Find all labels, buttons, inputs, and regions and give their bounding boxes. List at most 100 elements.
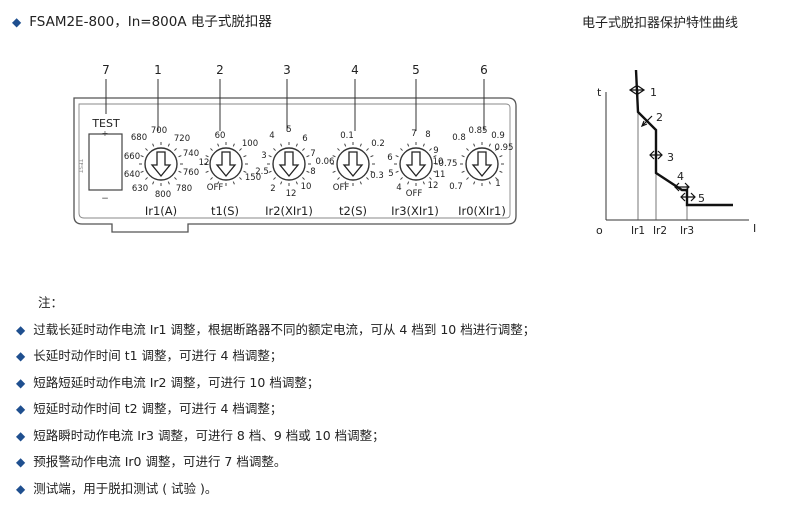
curve-marker-3: 3 [667,151,674,164]
index-1: 1 [154,63,162,77]
dial-tick [499,155,503,158]
note-text: 长延时动作时间 t1 调整，可进行 4 档调整； [33,348,283,363]
scale-label: 5 [388,169,393,179]
t-axis-label: t [597,86,602,99]
test-side-text: TEST [77,158,83,173]
dial-tick [495,148,498,151]
scale-label: 150 [245,173,261,183]
index-callouts: 7 1 2 3 4 5 6 [102,63,488,77]
note-text: 短路瞬时动作电流 Ir3 调整，可进行 8 档、9 档或 10 档调整； [33,427,385,443]
test-terminal[interactable]: TEST [77,133,123,191]
scale-label: 1 [495,179,500,189]
dial-pointer-arrow-icon [471,151,493,178]
dial-tick [422,143,425,147]
x-tick-ir2: Ir2 [653,225,667,237]
dial-tick [366,177,369,180]
diagram-canvas: TEST TEST + − 7 1 2 3 4 5 6 680 700 720 … [73,63,756,237]
dial-pointer-arrow-icon [342,151,364,178]
dial-tick [239,177,242,180]
curve-arrow-markers [628,85,696,202]
x-tick-ir1: Ir1 [631,225,645,237]
dial-tick [499,170,503,173]
note-text: 预报警动作电流 Ir0 调整，可进行 7 档调整。 [33,454,287,469]
scale-label: 0.1 [340,131,354,141]
scale-label: 0.85 [469,126,488,136]
dial-tick [473,143,476,147]
dial-tick [461,155,465,158]
dial-tick [174,177,177,180]
dial-tick [140,155,144,158]
dial-ir1[interactable] [139,142,183,186]
dial-tick [466,177,469,180]
dial-tick [205,155,209,158]
dial-caption-t1: t1(S) [211,204,239,218]
trip-curve-line [634,69,733,207]
scale-label: 680 [131,133,147,143]
trip-unit-title: FSAM2E-800，In=800A 电子式脱扣器 [29,14,272,30]
dial-t1[interactable] [204,142,248,186]
scale-label: 660 [124,152,140,162]
scale-label: 60 [215,131,226,141]
dial-tick [145,148,148,151]
dial-tick [302,148,305,151]
index-2: 2 [216,63,224,77]
scale-label: 2.5 [255,167,269,177]
dial-pointer-arrow-icon [405,151,427,178]
dial-tick [280,143,283,147]
scale-label: OFF [333,183,350,193]
page-title: ◆FSAM2E-800，In=800A 电子式脱扣器 [12,10,272,30]
note-text: 短路短延时动作电流 Ir2 调整，可进行 10 档调整； [33,374,320,390]
scale-label: 3 [261,151,266,161]
dial-ir2[interactable] [267,142,311,186]
dial-tick [433,155,437,158]
notes-section: 注： ◆过载长延时动作电流 Ir1 调整，根据断路器不同的额定电流，可从 4 档… [16,290,535,502]
x-tick-ir3: Ir3 [680,225,694,237]
scale-label: 8 [310,167,315,177]
dial-tick [366,148,369,151]
dial-tick [302,177,305,180]
diamond-bullet-icon: ◆ [16,375,26,390]
note-item: ◆测试端，用于脱扣测试 ( 试验 )。 [16,476,535,503]
dial-tick [400,177,403,180]
dial-caption-ir3: Ir3(XIr1) [391,204,439,218]
dial-tick [140,170,144,173]
dial-tick [359,143,362,147]
scale-label: 800 [155,190,171,200]
scale-label: 780 [176,184,192,194]
note-item: ◆ 短路短延时动作电流 Ir2 调整，可进行 10 档调整； [16,370,535,397]
note-text: 过载长延时动作电流 Ir1 调整，根据断路器不同的额定电流，可从 4 档到 10… [33,321,536,337]
dial-tick [167,143,170,147]
dial-tick [217,143,220,147]
diamond-bullet-icon: ◆ [16,349,26,363]
scale-label: 12 [428,181,439,191]
dial-tick [473,181,476,185]
dial-tick [152,143,155,147]
dial-tick [370,170,374,173]
scale-label: 10 [433,157,444,167]
curve-marker-1: 1 [650,86,657,99]
scale-label: 700 [151,126,167,136]
trip-unit-panel [73,97,517,233]
dial-tick [429,148,432,151]
index-6: 6 [480,63,488,77]
note-text: 短延时动作时间 t2 调整，可进行 4 档调整； [33,401,283,416]
index-3: 3 [283,63,291,77]
test-minus-sign: − [101,194,109,204]
scale-label: 0.9 [491,131,505,141]
dial-tick [429,177,432,180]
dial-tick [332,155,336,158]
scale-label: 5 [286,125,291,135]
note-item: ◆短延时动作时间 t2 调整，可进行 4 档调整； [16,396,535,423]
scale-label: 630 [132,184,148,194]
dial-tick [217,181,220,185]
scale-label: 0.7 [449,182,463,192]
scale-label: OFF [207,183,224,193]
dial-tick [488,181,491,185]
dial-ir3[interactable] [394,142,438,186]
dial-ir0[interactable] [460,142,504,186]
dial-tick [174,148,177,151]
protection-curve-chart: t I o Ir1 Ir2 Ir3 1 2 3 4 5 [596,69,756,237]
dial-t2[interactable] [331,142,375,186]
scale-label: 0.3 [370,171,384,181]
scale-label: 740 [183,149,199,159]
